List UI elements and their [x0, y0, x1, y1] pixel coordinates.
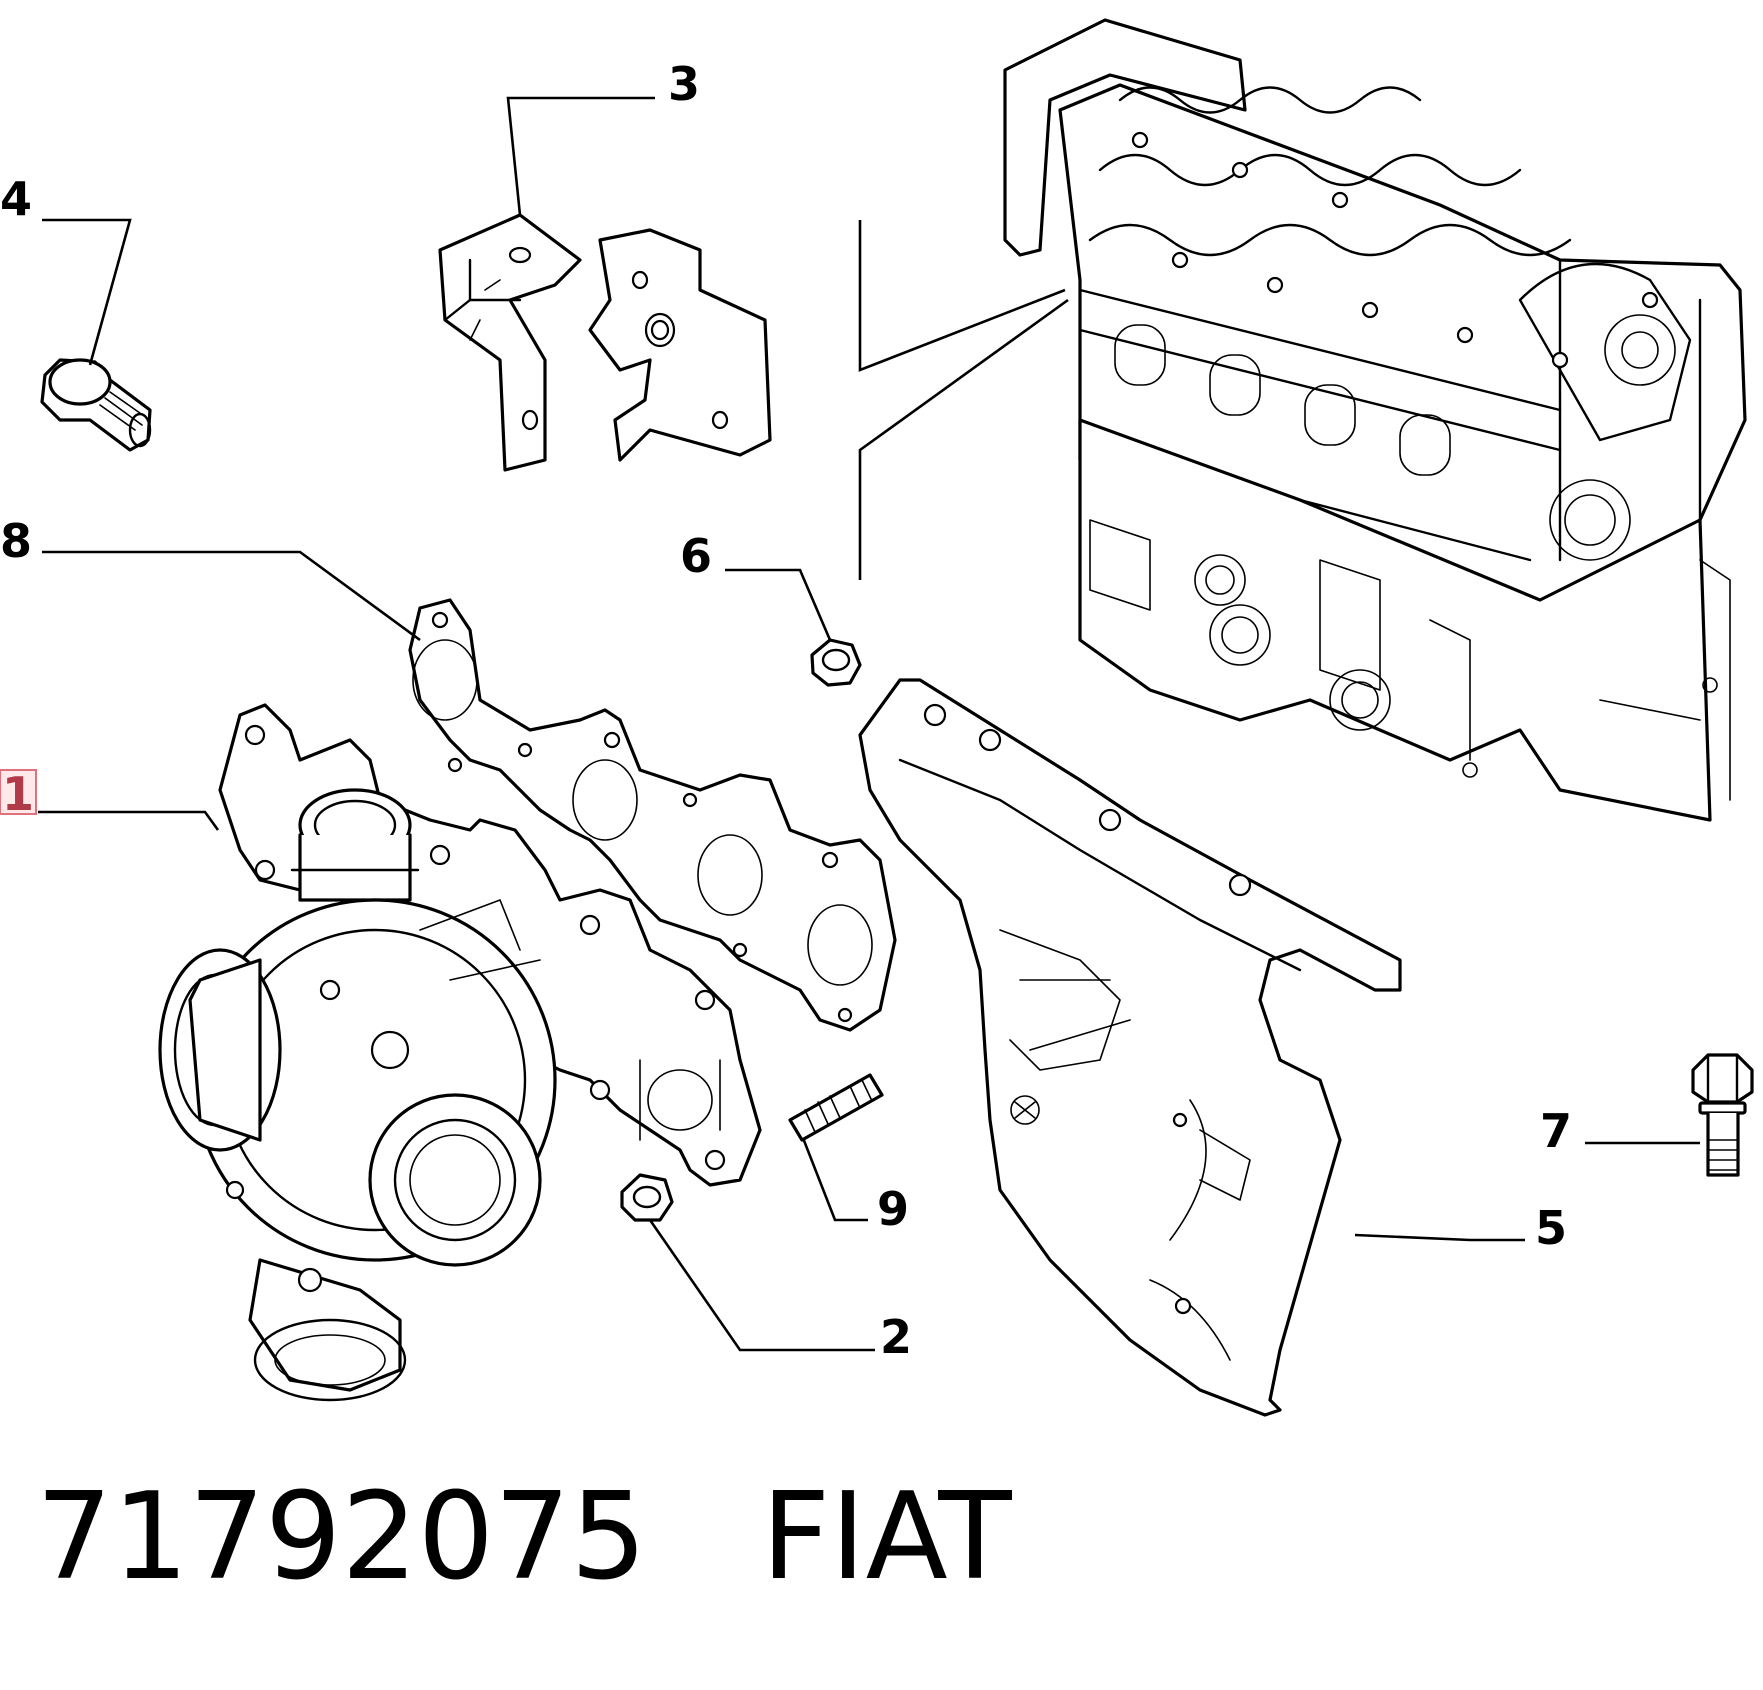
callout-2[interactable]: 2: [880, 1310, 912, 1364]
part-3-support-bracket: [438, 213, 772, 472]
callout-1[interactable]: 1: [2, 767, 34, 821]
part-6-nut: [810, 638, 862, 687]
callout-8[interactable]: 8: [0, 514, 32, 568]
callout-5[interactable]: 5: [1535, 1201, 1567, 1255]
part-1-turbocharger-manifold: [158, 703, 762, 1402]
part-7-flange-bolt: [1691, 1053, 1754, 1177]
part-8-manifold-gasket: [408, 598, 897, 1032]
callout-1-highlight: [0, 769, 37, 815]
callout-labels: 1 2 3 4 5 6 7 8 9: [0, 57, 1572, 1364]
leader-8: [42, 550, 421, 642]
leader-lines: [38, 96, 1700, 1352]
part-9-stud: [788, 1073, 884, 1142]
leader-6: [725, 568, 832, 641]
brand-name: FIAT: [761, 1468, 1012, 1607]
leader-4: [42, 218, 132, 366]
part-5-heat-shield: [858, 678, 1402, 1417]
part-number: 71792075: [36, 1468, 647, 1607]
leader-1: [38, 810, 220, 831]
part-caption: 71792075 FIAT: [36, 1478, 1012, 1598]
leader-5: [1354, 1233, 1525, 1242]
part-2-nut: [620, 1173, 674, 1222]
leader-3: [506, 96, 655, 216]
leader-9: [801, 1137, 868, 1222]
callout-9[interactable]: 9: [877, 1182, 909, 1236]
callout-3[interactable]: 3: [668, 57, 700, 111]
callout-7[interactable]: 7: [1540, 1104, 1572, 1158]
callout-4[interactable]: 4: [0, 172, 32, 226]
leader-2: [648, 1219, 875, 1352]
engine-cylinder-head-illustration: [858, 18, 1747, 822]
part-4-flange-bolt: [40, 358, 152, 452]
callout-6[interactable]: 6: [680, 529, 712, 583]
